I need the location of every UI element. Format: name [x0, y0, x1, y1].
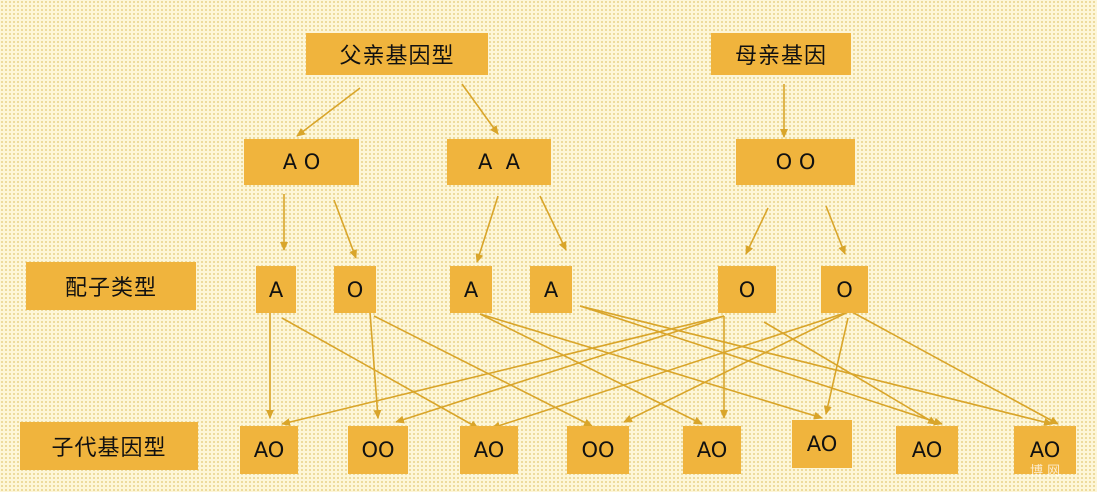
arrow-g2-to-c4	[373, 315, 593, 427]
arrows-layer	[266, 83, 1059, 430]
arrow-g6-to-c8	[851, 311, 1059, 425]
offspring-2: OO	[348, 426, 408, 474]
arrow-aa-to-a2	[539, 195, 567, 251]
arrow-oo-to-o1	[745, 207, 769, 255]
arrow-oo-to-o2	[825, 205, 846, 255]
offspring-6: AO	[792, 420, 852, 468]
arrow-g4-to-c8	[579, 305, 1053, 426]
gamete-o-1: O	[334, 266, 376, 313]
gamete-a-1: A	[256, 266, 296, 313]
offspring-3: AO	[460, 426, 518, 474]
arrow-g3-to-c5	[479, 313, 703, 425]
offspring-7: AO	[896, 426, 958, 474]
gamete-o-2: O	[718, 266, 776, 313]
arrow-father-to-aa	[461, 83, 499, 135]
father-genotype-label: 父亲基因型	[306, 33, 488, 75]
arrow-ao-to-o	[333, 199, 357, 259]
gamete-a-2: A	[450, 266, 492, 313]
offspring-1: AO	[240, 426, 298, 474]
offspring-4: OO	[567, 426, 629, 474]
parent-genotype-oo: O O	[736, 139, 855, 185]
mother-genotype-label: 母亲基因	[711, 33, 851, 75]
gamete-type-label: 配子类型	[26, 262, 196, 310]
arrow-g3-to-c6	[479, 313, 823, 420]
parent-genotype-ao: A O	[244, 139, 359, 185]
arrow-g4-to-c7	[579, 305, 943, 426]
parent-genotype-aa: A A	[447, 139, 551, 185]
arrow-g6-to-c6	[823, 317, 849, 415]
offspring-genotype-label: 子代基因型	[20, 422, 198, 470]
arrow-g6-to-c3	[491, 311, 849, 430]
arrow-g1-to-c3	[281, 317, 479, 429]
arrow-g5-to-c1	[281, 315, 725, 426]
gamete-o-3: O	[821, 266, 868, 313]
arrow-father-to-ao	[296, 87, 361, 137]
watermark-logo: 博 网	[1030, 463, 1061, 479]
arrow-g6-to-c4	[623, 311, 849, 423]
arrow-aa-to-a1	[475, 195, 499, 263]
offspring-5: AO	[683, 426, 741, 474]
gamete-a-3: A	[530, 266, 572, 313]
arrow-g5-to-c2	[395, 315, 725, 424]
offspring-8: AO	[1014, 426, 1076, 474]
